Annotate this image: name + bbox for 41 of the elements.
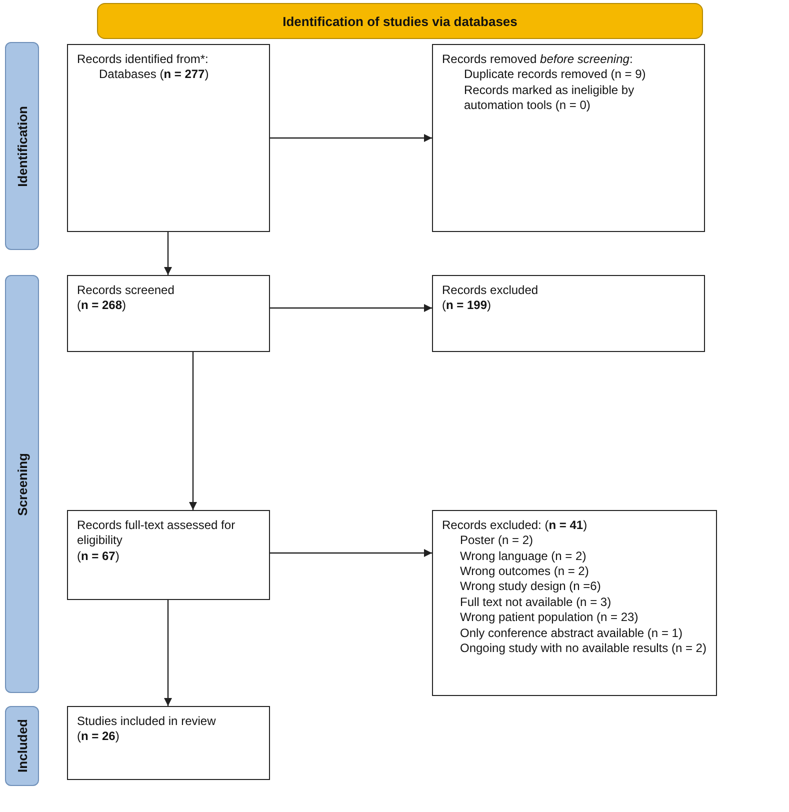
process-box [67,706,270,780]
phase-label: Identification [14,106,30,186]
box-text: Only conference abstract available (n = 1) [459,626,684,641]
arrow [270,549,432,557]
box-text: Wrong study design (n =6) [459,579,602,595]
box-text: Records identified from*: [77,52,210,68]
phase-label: Screening [14,452,30,516]
process-box [432,275,705,352]
phase-label: Included [14,719,30,773]
arrow [189,352,197,510]
box-text: Wrong patient population (n = 23) [459,610,640,626]
box-text: (n = 268) [77,298,128,314]
process-box [432,510,717,696]
process-box [67,44,270,232]
box-text: Records marked as ineligible by automation tools (n = 0) [463,82,636,114]
box-text: Wrong language (n = 2) [459,548,588,564]
box-text: Ongoing study with no available results (n = 2) [459,640,707,656]
process-box [67,510,270,600]
arrow [164,600,172,706]
box-text: (n = 67) [77,548,120,564]
box-text: Databases (n = 277) [98,67,210,83]
box-text: Duplicate records removed (n = 9) [463,67,647,83]
arrow [270,134,432,142]
phase-band [5,706,39,786]
phase-band [5,275,39,693]
process-box [432,44,705,232]
box-text: Records excluded [442,283,540,298]
arrow [270,304,432,312]
arrow [164,232,172,275]
box-text: Records excluded: (n = 41) [442,518,588,534]
process-box [67,275,270,352]
section-header: Identification of studies via databases [97,3,703,39]
phase-band [5,42,39,250]
box-text: Full text not available (n = 3) [459,594,612,610]
box-text: Records removed before screening: [442,52,634,68]
box-text: (n = 199) [442,298,492,314]
box-text: Wrong outcomes (n = 2) [459,564,590,580]
box-text: Records screened [77,283,176,298]
box-text: Poster (n = 2) [459,533,534,549]
box-text: (n = 26) [77,729,120,745]
box-text: Studies included in review [77,714,217,730]
